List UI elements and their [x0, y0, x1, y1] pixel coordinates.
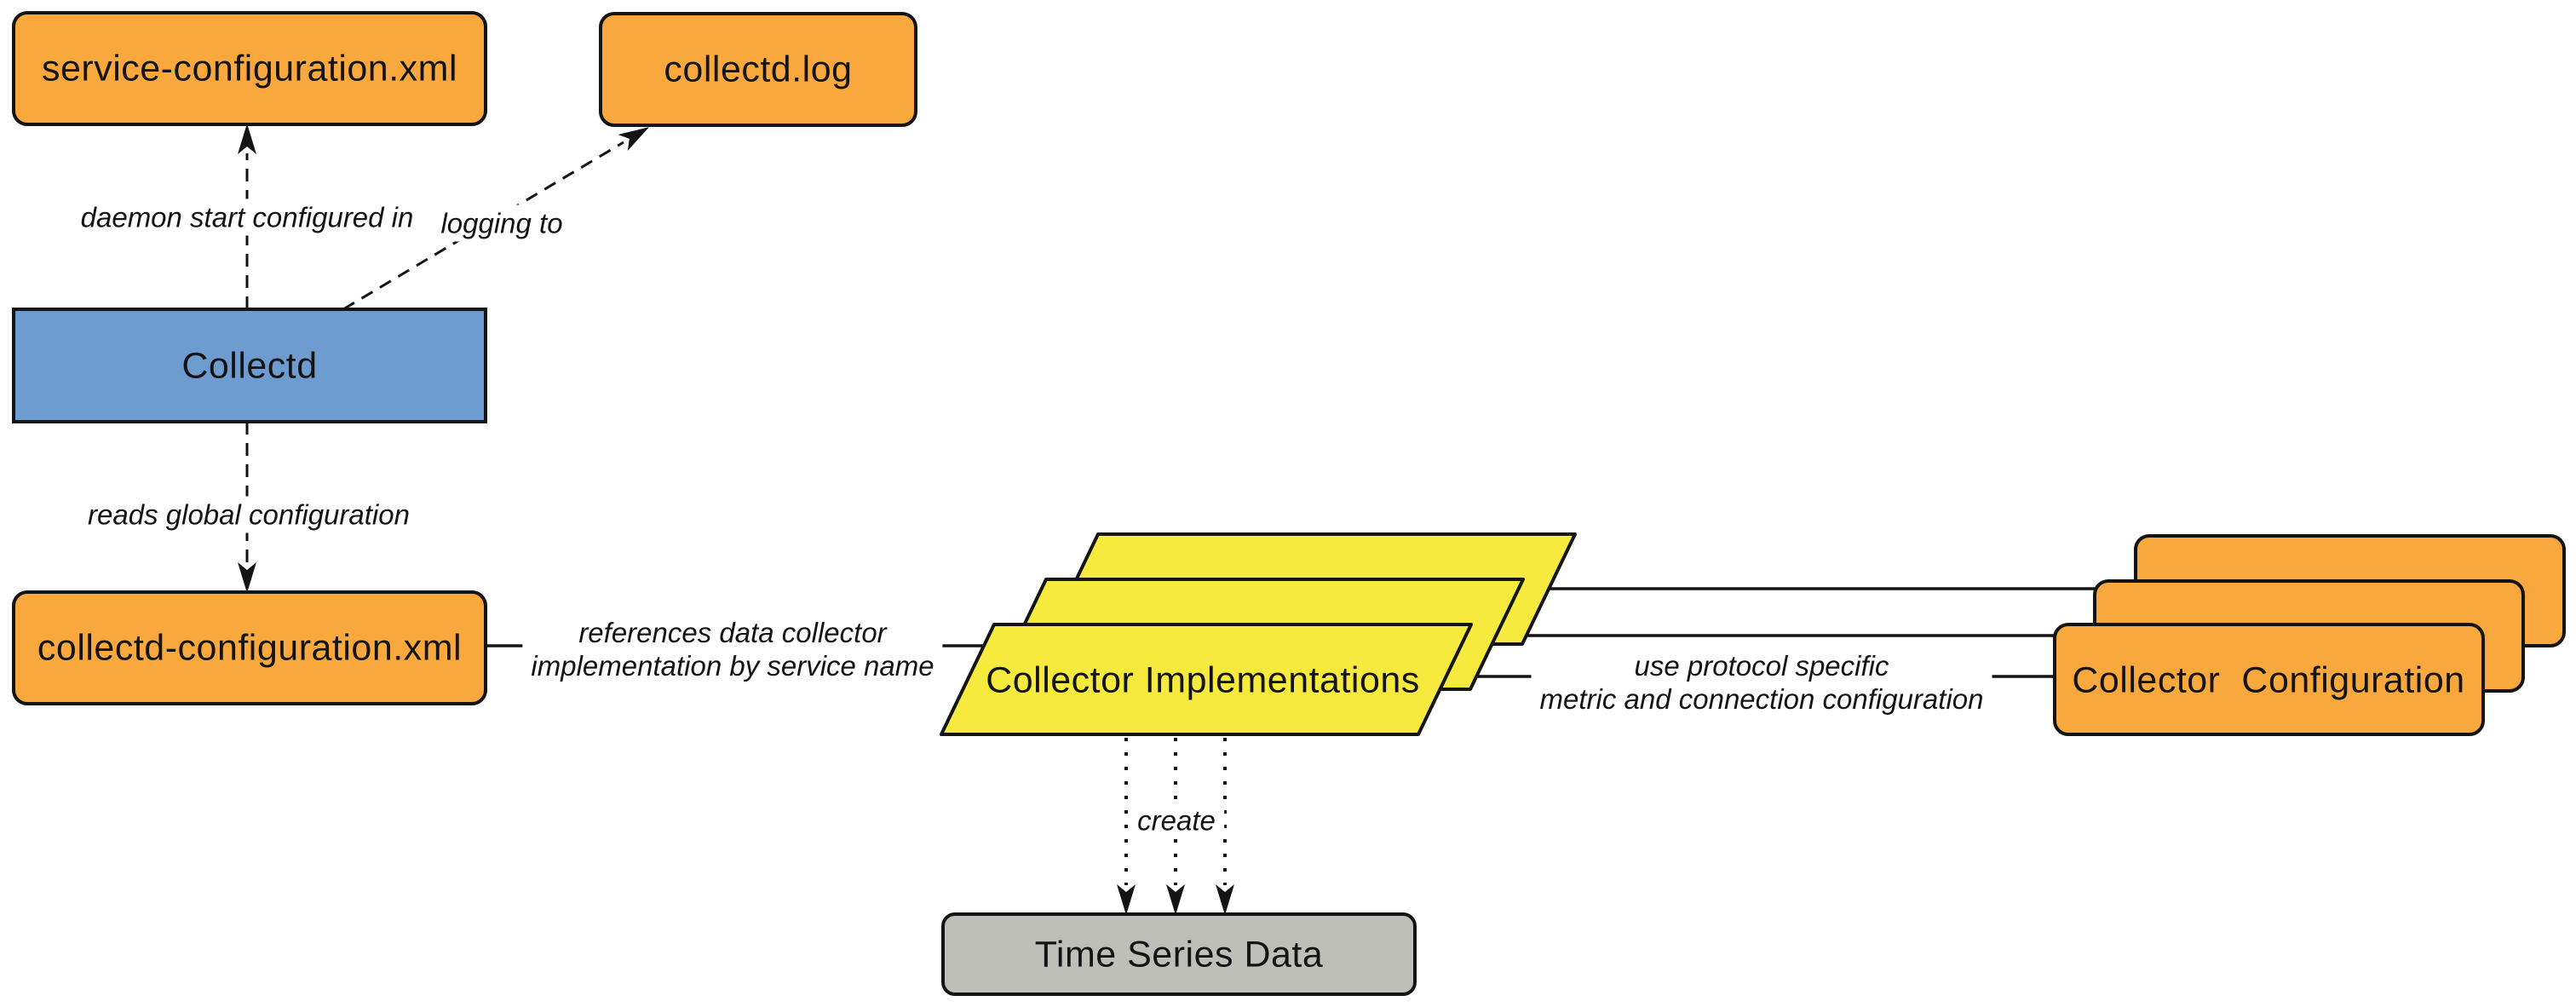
collectd-configuration-label: collectd-configuration.xml	[37, 627, 463, 669]
collectd-label: Collectd	[181, 345, 318, 387]
edge-logging-arrow	[342, 127, 650, 311]
references-label-line1: references data collector	[578, 617, 887, 648]
reads-global-configuration-label: reads global configuration	[79, 496, 418, 533]
daemon-start-label: daemon start configured in	[72, 199, 423, 236]
collector-configuration-label: Collector Configuration	[2072, 659, 2465, 701]
use-protocol-label: use protocol specific metric and connect…	[1531, 647, 1992, 717]
references-label: references data collector implementation…	[522, 614, 943, 684]
collector-configuration-stack	[2053, 534, 2566, 736]
logging-to-label: logging to	[432, 204, 572, 242]
node-collectd	[12, 308, 487, 423]
collector-implementations-sheet-front	[940, 623, 1473, 736]
time-series-data-label: Time Series Data	[1034, 934, 1324, 975]
nodes	[12, 11, 1417, 996]
node-collectd-log	[599, 12, 917, 127]
create-label: create	[1129, 802, 1224, 839]
collector-configuration-box-front	[2053, 623, 2485, 736]
references-label-line2: implementation by service name	[531, 650, 934, 682]
use-protocol-label-line1: use protocol specific	[1634, 650, 1889, 682]
collector-implementations-label: Collector Implementations	[986, 659, 1420, 701]
use-protocol-label-line2: metric and connection configuration	[1539, 683, 1984, 715]
dashed-arrows	[238, 124, 650, 593]
collectd-log-label: collectd.log	[664, 49, 853, 90]
collector-implementations-stack	[940, 532, 1577, 736]
service-configuration-label: service-configuration.xml	[41, 48, 458, 89]
